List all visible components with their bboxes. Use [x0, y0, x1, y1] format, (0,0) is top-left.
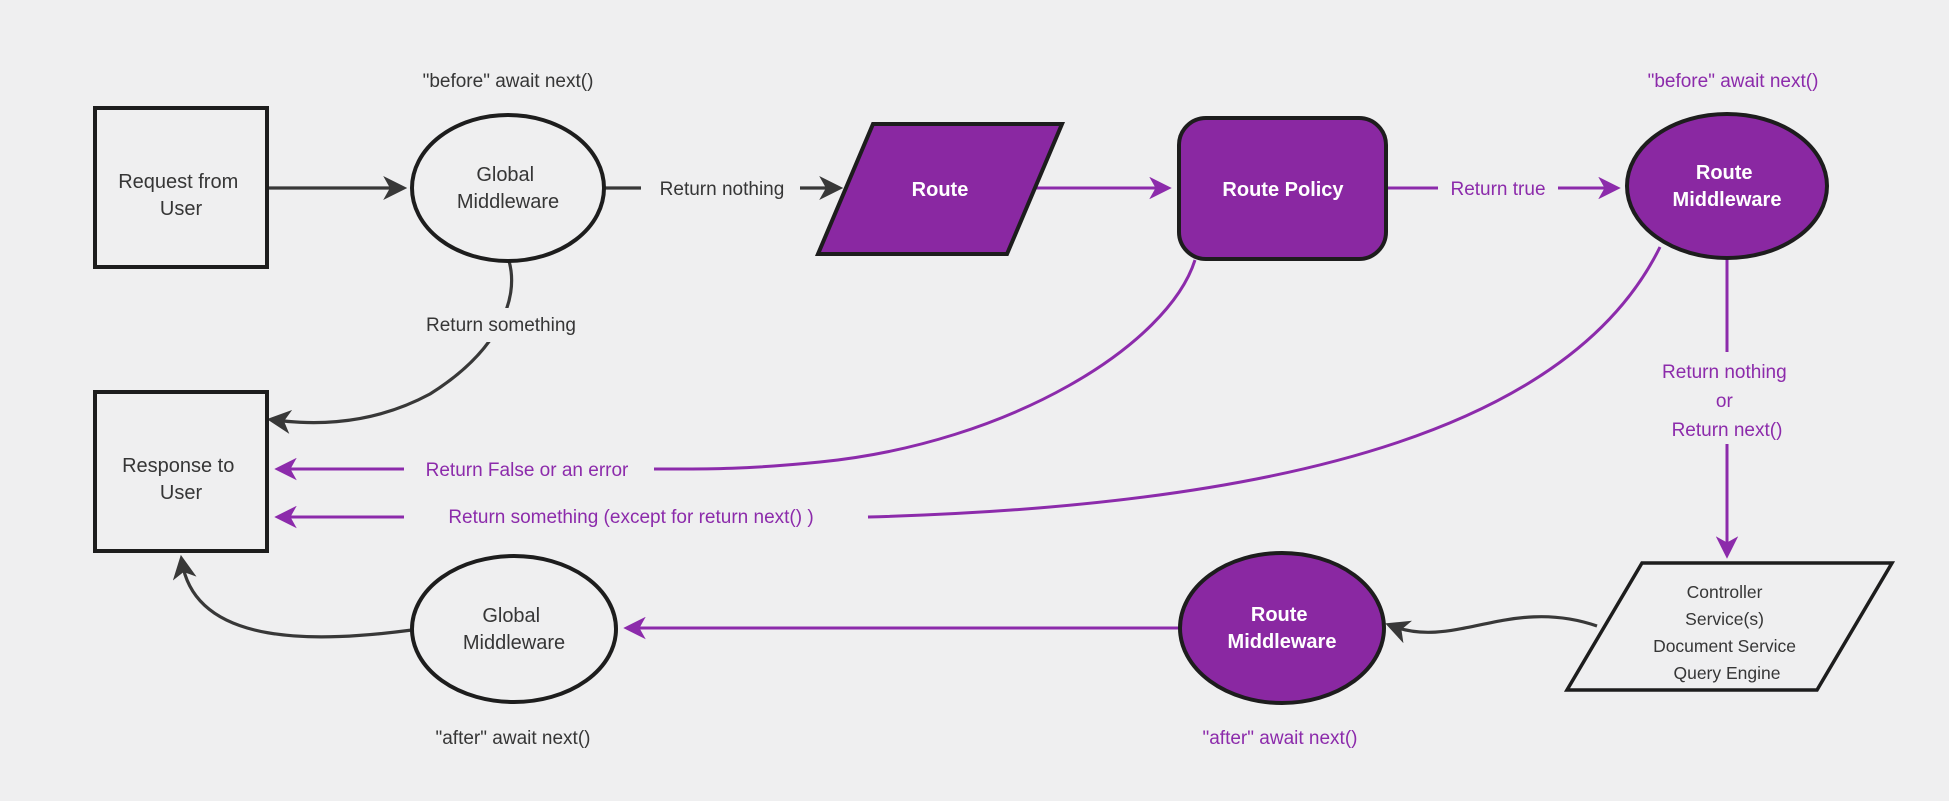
label-return-nothing-top: Return nothing	[660, 179, 785, 200]
edge-controller-to-route-middleware-bottom	[1385, 615, 1598, 644]
edge-global-bottom-to-response	[172, 554, 413, 639]
label-return-something-bg	[406, 308, 598, 342]
node-request-from-user: Request from User	[93, 106, 269, 269]
node-response-to-user: Response to User	[93, 390, 269, 553]
controller-stack-label: Controller Service(s) Document Service Q…	[1653, 582, 1801, 683]
label-return-something-except: Return something (except for return next…	[448, 507, 813, 528]
edge-global-top-to-response-return-something	[266, 260, 514, 434]
edge-route-middleware-to-response-curve	[867, 246, 1662, 519]
node-global-middleware-bottom: Global Middleware	[410, 554, 618, 704]
controller-stack-shape	[1563, 561, 1896, 692]
request-from-user-label: Request from User	[118, 171, 244, 220]
label-return-something: Return something	[426, 315, 576, 336]
node-route: Route	[814, 122, 1066, 256]
route-policy-shape	[1177, 116, 1388, 261]
node-global-middleware-top: Global Middleware	[410, 113, 606, 263]
request-from-user-shape	[93, 106, 269, 269]
route-middleware-top-shape	[1625, 112, 1829, 260]
response-to-user-label: Response to User	[122, 455, 240, 504]
response-to-user-shape	[93, 390, 269, 553]
edge-policy-to-response-curve	[653, 259, 1197, 471]
global-middleware-bottom-label: Global Middleware	[463, 605, 565, 654]
global-middleware-bottom-shape	[410, 554, 618, 704]
route-middleware-bottom-label: Route Middleware	[1228, 604, 1337, 653]
route-middleware-top-label: Route Middleware	[1673, 162, 1782, 211]
route-label: Route	[912, 179, 969, 201]
label-return-true: Return true	[1450, 179, 1545, 200]
route-policy-label: Route Policy	[1222, 179, 1344, 201]
route-shape	[814, 122, 1066, 256]
node-controller-stack: Controller Service(s) Document Service Q…	[1563, 561, 1896, 692]
label-before-await-next-route: "before" await next()	[1648, 71, 1819, 92]
label-return-nothing-or-next: Return nothing or Return next()	[1662, 362, 1792, 441]
node-route-policy: Route Policy	[1177, 116, 1388, 261]
label-after-await-next-global: "after" await next()	[436, 728, 591, 749]
label-after-await-next-route: "after" await next()	[1203, 728, 1358, 749]
node-route-middleware-top: Route Middleware	[1625, 112, 1829, 260]
label-return-false-or-error: Return False or an error	[426, 460, 629, 481]
label-before-await-next-global: "before" await next()	[423, 71, 594, 92]
route-middleware-bottom-shape	[1178, 551, 1386, 705]
global-middleware-top-shape	[410, 113, 606, 263]
global-middleware-top-label: Global Middleware	[457, 164, 559, 213]
node-route-middleware-bottom: Route Middleware	[1178, 551, 1386, 705]
